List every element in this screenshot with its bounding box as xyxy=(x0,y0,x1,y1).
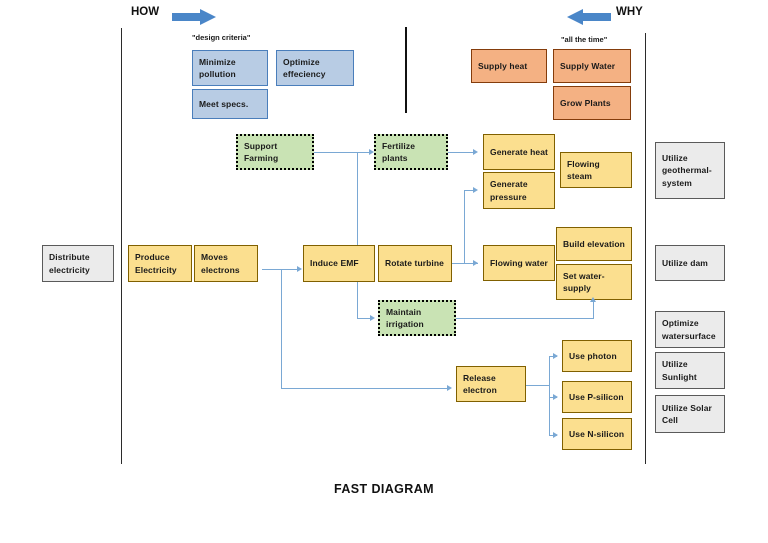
arrowhead-icon xyxy=(553,353,558,359)
node-label: Supply Water xyxy=(560,60,616,71)
node-label: Distribute electricity xyxy=(49,252,90,275)
connector-moves-electrons-to-induce-emf xyxy=(262,269,298,270)
center-boundary-rule xyxy=(405,27,407,113)
node-generate-heat[interactable]: Generate heat xyxy=(483,134,555,170)
node-label: Build elevation xyxy=(563,238,625,249)
node-label: Supply heat xyxy=(478,60,528,71)
node-use-photon[interactable]: Use photon xyxy=(562,340,632,372)
node-use-n-silicon[interactable]: Use N-silicon xyxy=(562,418,632,450)
node-label: Grow Plants xyxy=(560,97,611,108)
page-title: FAST DIAGRAM xyxy=(334,482,434,496)
node-label: Flowing water xyxy=(490,257,548,268)
connector-release-electron-out xyxy=(526,385,550,386)
node-label: Use photon xyxy=(569,350,617,361)
arrowhead-icon xyxy=(553,432,558,438)
node-label: Utilize Solar Cell xyxy=(662,402,712,425)
node-label: Set water-supply xyxy=(563,270,605,293)
node-use-p-silicon[interactable]: Use P-silicon xyxy=(562,381,632,413)
node-label: Moves electrons xyxy=(201,252,240,275)
node-label: Induce EMF xyxy=(310,258,359,269)
node-flowing-water[interactable]: Flowing water xyxy=(483,245,555,281)
node-grow-plants[interactable]: Grow Plants xyxy=(553,86,631,120)
node-label: Generate pressure xyxy=(490,179,528,202)
node-label: Maintain irrigation xyxy=(386,306,424,329)
node-fertilize-plants[interactable]: Fertilize plants xyxy=(374,134,448,170)
node-build-elevation[interactable]: Build elevation xyxy=(556,227,632,261)
connector-to-fertilize-plants xyxy=(357,152,371,153)
arrow-right-icon xyxy=(172,9,216,30)
node-distribute-electricity[interactable]: Distribute electricity xyxy=(42,245,114,282)
node-rotate-turbine[interactable]: Rotate turbine xyxy=(378,245,452,282)
node-label: Minimize pollution xyxy=(199,56,236,79)
node-utilize-geothermal-system[interactable]: Utilize geothermal-system xyxy=(655,142,725,199)
node-utilize-dam[interactable]: Utilize dam xyxy=(655,245,725,281)
node-utilize-solar-cell[interactable]: Utilize Solar Cell xyxy=(655,395,725,433)
node-meet-specs[interactable]: Meet specs. xyxy=(192,89,268,119)
node-label: Use N-silicon xyxy=(569,428,625,439)
design-criteria-caption: "design criteria" xyxy=(192,33,251,42)
node-induce-emf[interactable]: Induce EMF xyxy=(303,245,375,282)
why-direction-label: WHY xyxy=(616,6,643,18)
node-generate-pressure[interactable]: Generate pressure xyxy=(483,172,555,209)
arrowhead-icon xyxy=(473,187,478,193)
node-utilize-sunlight[interactable]: Utilize Sunlight xyxy=(655,352,725,389)
connector-induce-emf-down-spine xyxy=(357,282,358,318)
how-direction-label: HOW xyxy=(131,6,160,18)
node-optimize-water-surface[interactable]: Optimize watersurface xyxy=(655,311,725,348)
connector-induce-emf-down-riser xyxy=(281,269,282,389)
node-set-water-supply[interactable]: Set water-supply xyxy=(556,264,632,300)
node-maintain-irrigation[interactable]: Maintain irrigation xyxy=(378,300,456,336)
node-produce-electricity[interactable]: Produce Electricity xyxy=(128,245,192,282)
arrowhead-icon xyxy=(590,297,596,302)
arrowhead-icon xyxy=(473,149,478,155)
arrowhead-icon xyxy=(553,394,558,400)
all-the-time-caption: "all the time" xyxy=(561,35,608,44)
node-label: Rotate turbine xyxy=(385,258,445,269)
node-label: Release electron xyxy=(463,372,497,395)
node-supply-heat[interactable]: Supply heat xyxy=(471,49,547,83)
connector-to-release-electron xyxy=(281,388,448,389)
node-label: Meet specs. xyxy=(199,98,249,109)
node-label: Generate heat xyxy=(490,146,548,157)
connector-turbine-branch-riser xyxy=(464,190,465,264)
arrowhead-icon xyxy=(473,260,478,266)
node-label: Utilize Sunlight xyxy=(662,359,697,382)
connector-irrigation-to-set-water-supply xyxy=(456,318,594,319)
node-release-electron[interactable]: Release electron xyxy=(456,366,526,402)
node-moves-electrons[interactable]: Moves electrons xyxy=(194,245,258,282)
node-label: Utilize dam xyxy=(662,257,708,268)
node-support-farming[interactable]: Support Farming xyxy=(236,134,314,170)
connector-to-generate-pressure xyxy=(464,190,476,191)
connector-set-water-supply-riser xyxy=(593,302,594,319)
connector-induce-emf-up-spine xyxy=(357,152,358,245)
arrowhead-icon xyxy=(297,266,302,272)
node-label: Use P-silicon xyxy=(569,391,624,402)
connector-rotate-turbine-out xyxy=(452,263,478,264)
arrowhead-icon xyxy=(369,149,374,155)
node-label: Fertilize plants xyxy=(382,140,416,163)
node-label: Support Farming xyxy=(244,140,279,163)
arrowhead-icon xyxy=(370,315,375,321)
node-label: Optimize effeciency xyxy=(283,56,326,79)
node-label: Produce Electricity xyxy=(135,252,177,275)
arrow-left-icon xyxy=(567,9,611,30)
left-boundary-rule xyxy=(121,28,122,464)
connector-silicon-fan-spine xyxy=(549,356,550,436)
node-optimize-effeciency[interactable]: Optimize effeciency xyxy=(276,50,354,86)
connector-support-farming-out xyxy=(314,152,358,153)
node-supply-water[interactable]: Supply Water xyxy=(553,49,631,83)
right-boundary-rule xyxy=(645,33,646,464)
connector-to-maintain-irrigation xyxy=(357,318,371,319)
arrowhead-icon xyxy=(447,385,452,391)
node-label: Optimize watersurface xyxy=(662,318,716,341)
connector-fertilize-to-generate-heat xyxy=(448,152,474,153)
node-minimize-pollution[interactable]: Minimize pollution xyxy=(192,50,268,86)
node-flowing-steam[interactable]: Flowing steam xyxy=(560,152,632,188)
node-label: Utilize geothermal-system xyxy=(662,153,712,188)
node-label: Flowing steam xyxy=(567,158,600,181)
